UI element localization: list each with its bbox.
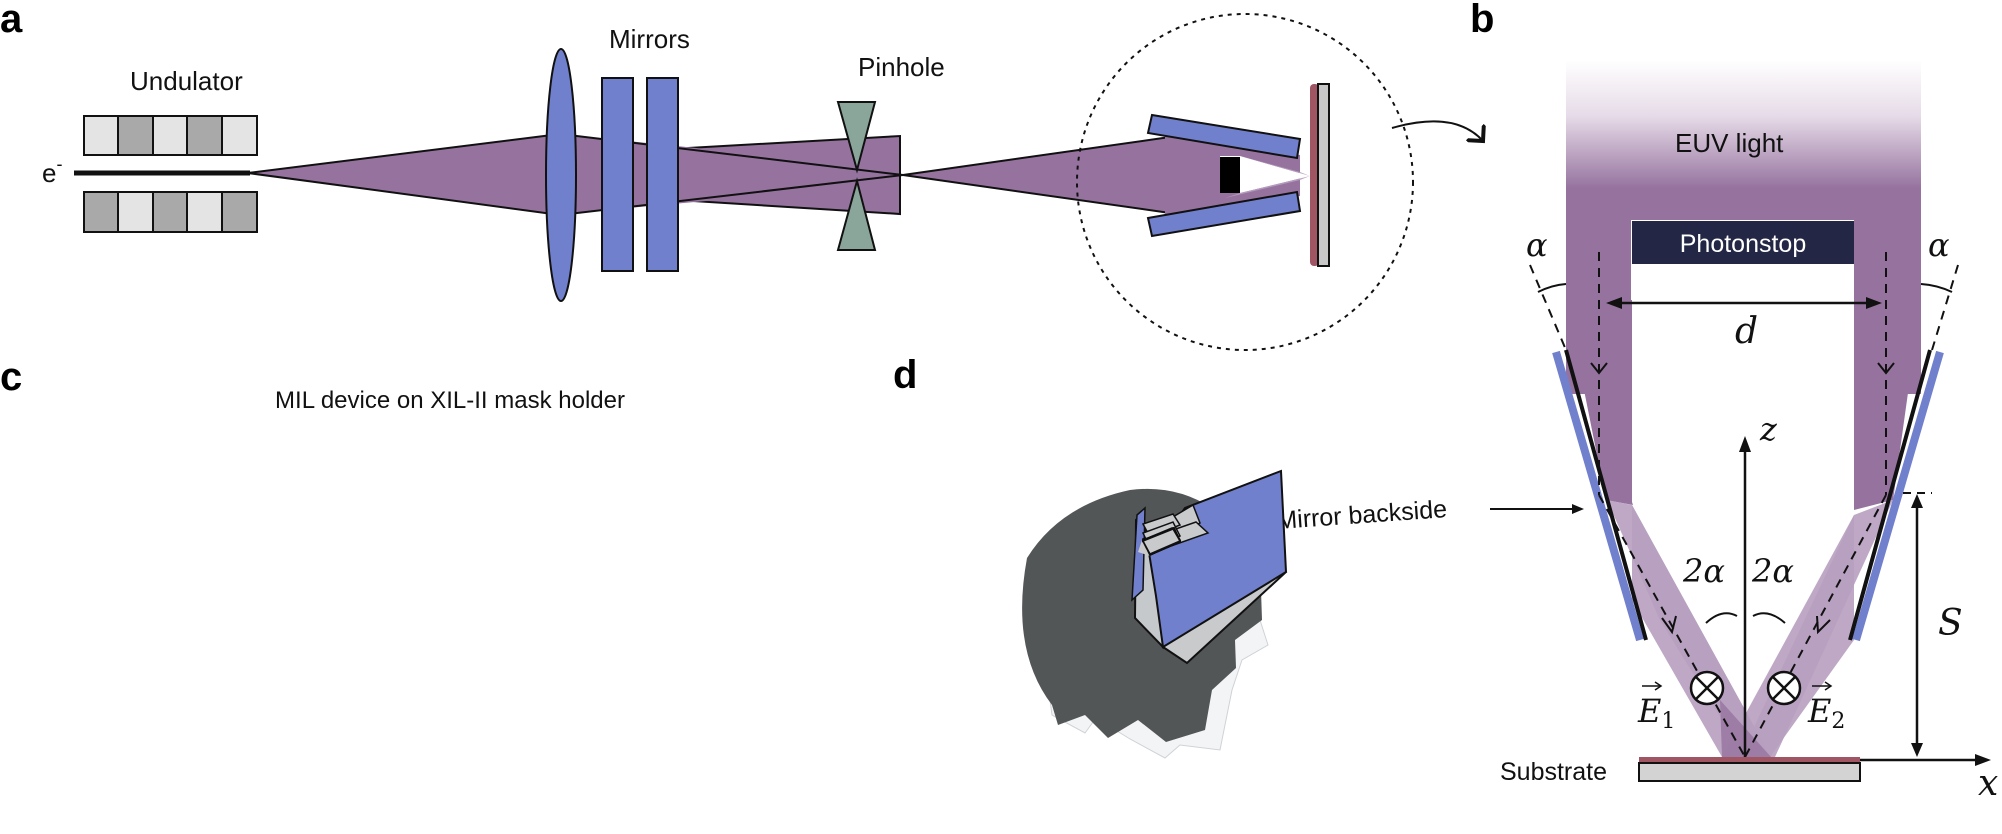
undulator-magnet (186, 191, 223, 233)
photonstop-label: Photonstop (1680, 230, 1807, 258)
undulator-magnet (221, 115, 258, 156)
undulator-magnet (152, 115, 188, 156)
zoom-arrow (1391, 120, 1483, 141)
substrate-label-b: Substrate (1500, 758, 1607, 786)
undulator-top-row (83, 115, 258, 156)
undulator-magnet (152, 191, 188, 233)
panel-c-label: c (0, 355, 22, 399)
lens (545, 48, 577, 302)
undulator-magnet (221, 191, 258, 233)
mirrors-label: Mirrors (609, 24, 690, 54)
two-alpha-left-label: 2α (1682, 552, 1725, 590)
substrate-resist (1310, 84, 1319, 266)
undulator-label: Undulator (130, 66, 243, 96)
panel-a: a Undulator e- (0, 0, 1483, 351)
euv-light-beam (1566, 60, 1921, 220)
e1-label: E1 (1637, 692, 1675, 734)
mirror-right (1852, 350, 1944, 642)
photonstop (1632, 221, 1854, 264)
substrate-wafer (1317, 83, 1330, 267)
mirror-backside-label: Mirror backside (1275, 495, 1447, 535)
alpha-right-label: α (1928, 226, 1950, 264)
panel-d-label: d (893, 353, 917, 397)
undulator-bottom-row (83, 191, 258, 233)
euv-beam-a-converge (560, 134, 903, 214)
panel-d: d (893, 353, 1288, 759)
alpha-left-label: α (1526, 226, 1548, 264)
zoom-circle (1076, 13, 1414, 351)
mirror-1 (601, 77, 634, 272)
mirror-left (1552, 350, 1644, 642)
e2-label: E2 (1807, 692, 1845, 734)
mil-mirror-upper (1146, 113, 1302, 160)
euv-light-label: EUV light (1675, 128, 1784, 158)
panel-b-label: b (1470, 0, 1494, 41)
substrate-b (1638, 762, 1861, 782)
two-alpha-right-label: 2α (1751, 552, 1794, 590)
panel-a-label: a (0, 0, 23, 41)
d-label: d (1735, 311, 1758, 352)
undulator-magnet (186, 115, 223, 156)
pinhole-label: Pinhole (858, 52, 945, 82)
undulator-magnet (83, 191, 119, 233)
photonstop-small (1220, 157, 1240, 193)
substrate-resist-b (1639, 757, 1860, 763)
x-label: x (1978, 763, 1998, 804)
electron-label: e- (42, 154, 62, 188)
undulator-magnet (117, 115, 154, 156)
pinhole-upper (836, 101, 877, 174)
panel-c: c MIL device on XIL-II mask holder (0, 355, 625, 414)
undulator-magnet (83, 115, 119, 156)
z-label: z (1759, 410, 1778, 448)
euv-beam-a-diverge (903, 137, 1222, 213)
panel-c-title: MIL device on XIL-II mask holder (275, 387, 625, 414)
mil-mirror-lower (1146, 190, 1302, 238)
pinhole-lower (836, 177, 877, 251)
undulator-magnet (117, 191, 154, 233)
mirror-2 (646, 77, 679, 272)
s-label: S (1938, 603, 1963, 644)
panel-b: b EUV light Photonstop α α (1275, 0, 1998, 804)
